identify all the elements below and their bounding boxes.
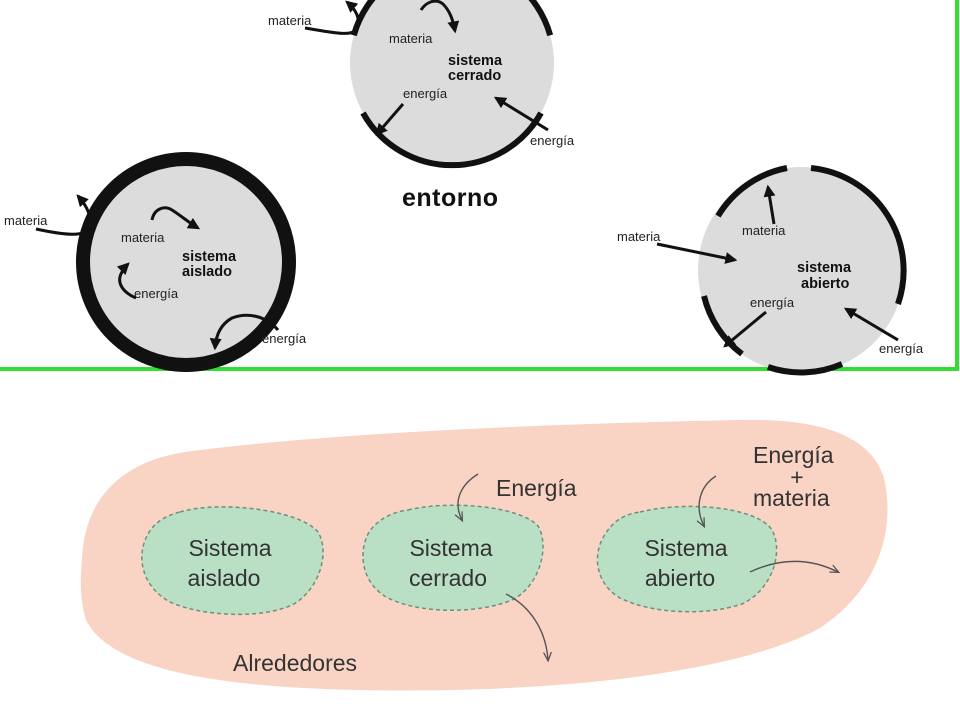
closed-blob-label-line2: cerrado	[409, 565, 487, 591]
open-system-blob	[596, 505, 778, 613]
open-system-boundary-bottom	[767, 361, 844, 376]
closed-materia-inside: materia	[389, 31, 433, 46]
closed-blob-label-line1: Sistema	[409, 535, 492, 561]
isolated-energia-arrow-in	[116, 262, 137, 300]
energia-materia-plus: +	[790, 464, 803, 490]
isolated-system-title-line2: aislado	[182, 264, 232, 280]
isolated-materia-outside: materia	[4, 213, 48, 228]
open-materia-arrow-out	[763, 184, 776, 225]
isolated-materia-arrow-out	[35, 194, 92, 236]
top-panel: entorno sistema cerrado materia materia …	[0, 0, 959, 376]
open-system-circle	[698, 167, 904, 373]
open-system: sistema abierto materia materia energía …	[617, 165, 924, 376]
isolated-energia-outside: energía	[262, 331, 307, 346]
closed-energy-out-arrow	[505, 593, 548, 660]
isolated-blob-label-line2: aislado	[188, 565, 261, 591]
open-system-boundary-top	[715, 165, 788, 218]
isolated-system: sistema aislado materia materia energía …	[4, 152, 307, 372]
closed-system-boundary-bottom	[360, 111, 544, 169]
entorno-label: entorno	[402, 184, 499, 212]
isolated-system-blob	[141, 506, 324, 616]
isolated-materia-inside: materia	[121, 230, 165, 245]
open-energia-inside: energía	[750, 295, 795, 310]
closed-system-title-line2: cerrado	[448, 68, 501, 84]
isolated-system-circle	[76, 152, 296, 372]
closed-system: sistema cerrado materia materia energía …	[268, 0, 575, 169]
open-materia-arrow-in	[656, 242, 738, 264]
closed-energia-inside: energía	[403, 86, 448, 101]
closed-system-circle	[350, 0, 554, 165]
open-input-arrow	[699, 475, 717, 526]
isolated-energia-inside: energía	[134, 286, 179, 301]
closed-energia-arrow-out	[375, 103, 405, 136]
isolated-energia-arrow-out	[209, 313, 280, 351]
energia-materia-line2: materia	[753, 485, 830, 511]
open-system-title-line2: abierto	[801, 276, 849, 292]
open-system-boundary-right	[810, 165, 907, 305]
open-system-title-line1: sistema	[797, 260, 852, 276]
closed-materia-arrow-out	[304, 0, 360, 35]
closed-materia-arrow-in	[419, 0, 460, 34]
closed-system-title-line1: sistema	[448, 53, 503, 69]
isolated-system-title-line1: sistema	[182, 249, 237, 265]
open-energia-outside: energía	[879, 341, 924, 356]
isolated-materia-arrow-in	[150, 206, 201, 230]
open-materia-outside: materia	[617, 229, 661, 244]
open-output-arrow	[749, 560, 838, 573]
closed-materia-outside: materia	[268, 13, 312, 28]
alrededores-label: Alrededores	[233, 650, 357, 676]
open-blob-label-line1: Sistema	[644, 535, 727, 561]
open-energia-arrow-in	[843, 307, 899, 342]
isolated-blob-label-line1: Sistema	[188, 535, 271, 561]
closed-energy-in-arrow	[458, 473, 479, 520]
closed-energia-arrow-in	[493, 96, 549, 132]
closed-system-blob	[362, 504, 544, 611]
closed-energia-outside: energía	[530, 133, 575, 148]
open-blob-label-line2: abierto	[645, 565, 715, 591]
closed-system-boundary	[350, 0, 554, 37]
energia-materia-line1: Energía	[753, 442, 834, 468]
bottom-panel: Sistema aislado Sistema cerrado Sistema …	[80, 419, 888, 691]
open-materia-inside: materia	[742, 223, 786, 238]
open-energia-arrow-out	[723, 310, 767, 348]
energia-label: Energía	[496, 475, 577, 501]
open-system-boundary-left	[701, 295, 744, 357]
